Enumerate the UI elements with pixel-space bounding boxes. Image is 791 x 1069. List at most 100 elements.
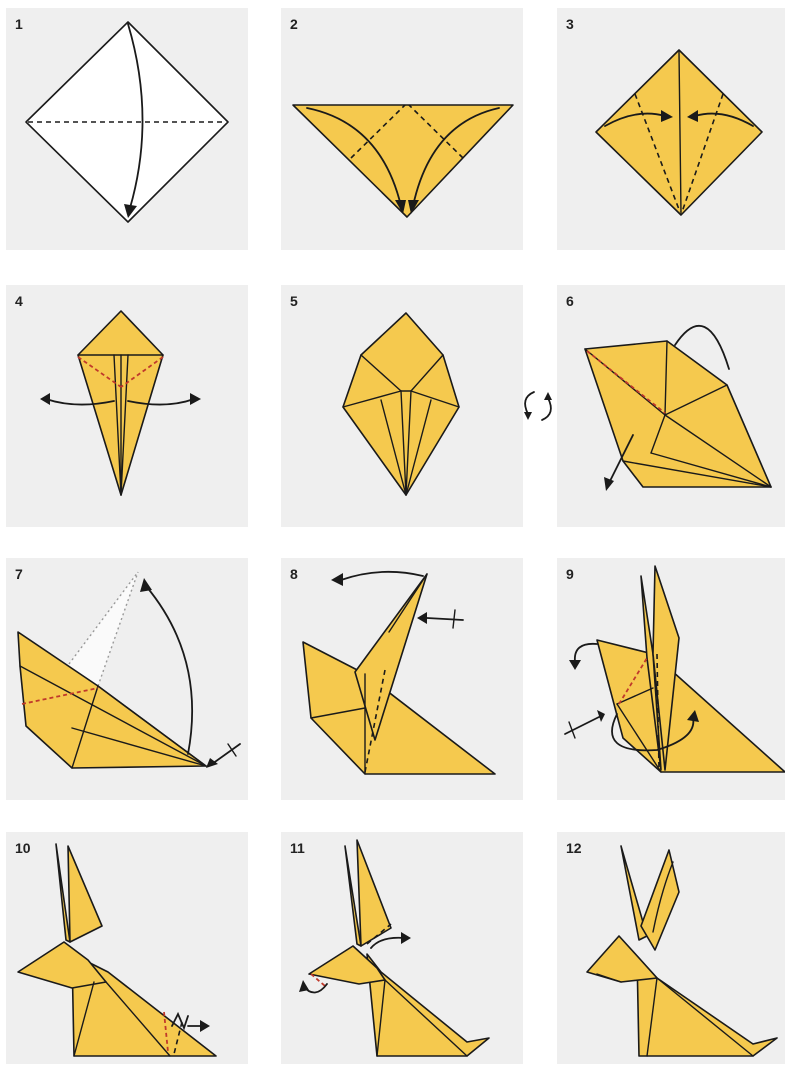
crease-h [380,399,407,496]
red-fold-line [21,687,99,705]
step-9-number: 9 [566,566,574,582]
right-corner-arrowhead [408,200,419,214]
folded-body-paper [17,631,207,769]
ghost-line-a [65,571,139,669]
right-pull-arrow [127,398,195,406]
body-crease-a [616,703,662,773]
right-flap-arrowhead [687,110,698,122]
step-7-diagram [17,571,241,769]
crease-b [410,354,444,392]
flap-crease [388,573,428,633]
diamond-paper [595,49,763,216]
head-paper [17,941,107,989]
step-5-panel: 5 [281,285,523,527]
center-crease [678,51,682,214]
body-crease-a [646,977,658,1057]
push-arrow-tick [227,743,237,757]
swing-arrow [611,713,695,752]
step-4-panel: 4 [6,285,248,527]
step-6-diagram [584,325,772,491]
step-4-number: 4 [15,293,23,309]
step-7-panel: 7 [6,558,248,800]
ear-back-paper [55,843,71,943]
turned-gem-paper [584,340,772,488]
step-11-number: 11 [290,840,305,856]
right-red-fold [120,356,164,388]
left-pull-arrow [45,398,115,406]
pleat-arrowhead [200,1020,210,1032]
right-fold-line [408,104,464,159]
push-arrowhead [417,612,427,624]
left-corner-arrowhead [395,200,406,214]
crease-d [71,727,207,767]
crease-a [360,354,402,392]
body-crease-b [105,981,171,1057]
fold-over-arc [674,325,730,370]
right-corner-arrow [412,107,500,207]
red-fold-line [618,657,648,705]
head-crease [596,973,622,983]
body-crease-b [384,979,468,1057]
left-corner-arrow [306,107,402,207]
step-8-number: 8 [290,566,298,582]
body-crease-a [376,979,386,1057]
rotate-back-arrowhead [569,660,581,670]
push-arrow-line [426,617,464,621]
fold-down-arrowhead [124,204,137,218]
crease-b [664,414,772,488]
step-1-diagram [25,21,229,223]
crease-b [71,685,99,769]
crease-g [405,390,412,496]
lift-flap-arrowhead [140,578,152,592]
swing-arrowhead [687,710,699,722]
fold-down-arrow [127,23,144,209]
body-paper [71,953,217,1057]
step-12-number: 12 [566,840,582,856]
ear-front-paper [356,839,392,947]
step-2-panel: 2 [281,8,523,250]
push-arrowhead [597,710,605,722]
right-flap-arrow [694,112,754,127]
body-paper [596,639,785,773]
ear-right-paper [652,565,680,771]
ear-front-paper [67,845,103,943]
step-1-panel: 1 [6,8,248,250]
fold-back-arrowhead [331,573,343,586]
ghost-line-b [97,571,139,687]
step-5-diagram [342,312,460,496]
body-crease-b [310,707,366,719]
body-paper [366,953,490,1057]
left-flap-arrowhead [661,110,673,122]
push-arrow-tick [452,609,456,629]
fold-down-arrow [608,434,634,484]
crease-f [664,384,728,416]
left-flap-edge [113,354,122,496]
finished-body-paper [636,955,778,1057]
right-pull-arrowhead [190,393,201,405]
push-arrow-line [564,715,602,735]
crease-f [400,390,407,496]
crease-c [650,414,666,454]
fold-back-arrow [340,570,424,581]
step-8-panel: 8 [281,558,523,800]
red-fold-line [310,973,326,987]
step-4-diagram [40,310,201,496]
triangle-paper [292,104,514,218]
ear-back-paper [344,845,362,947]
step-11-panel: 11 [281,832,523,1064]
ear-left-paper [640,575,662,771]
nose-tuck-arrowhead [299,980,309,992]
lift-flap-arrow [145,585,194,755]
step-2-diagram [292,104,514,218]
turn-over-icon [524,391,552,421]
crease-d [650,452,772,488]
body-paper [302,641,496,775]
ear-fold-arrowhead [401,932,411,944]
right-flap-edge [120,354,129,496]
ear-inner-crease [652,861,674,933]
push-arrow-line [211,743,241,765]
step-9-diagram [564,565,785,773]
step-7-number: 7 [15,566,23,582]
step-2-number: 2 [290,16,298,32]
left-red-fold [77,356,122,388]
